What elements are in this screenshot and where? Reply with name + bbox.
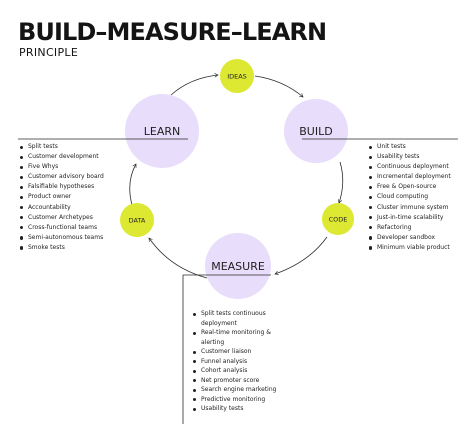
list-item: Search engine marketing bbox=[193, 385, 291, 395]
arrow-learn-to-ideas bbox=[170, 73, 219, 96]
measure-label: MEASURE bbox=[211, 260, 265, 273]
arrow-ideas-to-build bbox=[254, 75, 304, 98]
list-item: Customer development bbox=[20, 152, 104, 162]
list-item: Real-time monitoring & alerting bbox=[193, 328, 291, 347]
list-item: Customer Archetypes bbox=[20, 213, 104, 223]
list-item: Split tests continuous deployment bbox=[193, 309, 291, 328]
list-item: Cohort analysis bbox=[193, 366, 291, 376]
list-item: Product owner bbox=[20, 192, 104, 202]
learn-circle bbox=[125, 94, 199, 168]
list-item: Customer advisory board bbox=[20, 172, 104, 182]
build-circle bbox=[284, 99, 348, 163]
list-item: Usability tests bbox=[369, 152, 451, 162]
list-item: Usability tests bbox=[193, 404, 291, 414]
list-item: Five Whys bbox=[20, 162, 104, 172]
cycle-arrows bbox=[129, 73, 344, 279]
list-item: Incremental deployment bbox=[369, 172, 451, 182]
list-item: Continuous deployment bbox=[369, 162, 451, 172]
list-item: Just-in-time scalability bbox=[369, 213, 451, 223]
list-item: Semi-autonomous teams bbox=[20, 233, 104, 243]
list-item: Developer sandbox bbox=[369, 233, 451, 243]
list-item: Funnel analysis bbox=[193, 357, 291, 367]
learn-practices-list: Split tests Customer development Five Wh… bbox=[20, 142, 104, 253]
list-item: Cloud computing bbox=[369, 192, 451, 202]
list-item: Net promoter score bbox=[193, 376, 291, 386]
list-item: Split tests bbox=[20, 142, 104, 152]
list-item: Accountability bbox=[20, 203, 104, 213]
ideas-circle bbox=[220, 59, 254, 93]
ideas-label: IDEAS bbox=[227, 73, 247, 81]
list-item: Minimum viable product bbox=[369, 243, 451, 253]
code-label: CODE bbox=[329, 216, 348, 224]
learn-label: LEARN bbox=[144, 125, 180, 138]
data-label: DATA bbox=[129, 217, 146, 225]
list-item: Predictive monitoring bbox=[193, 395, 291, 405]
arrow-build-to-code bbox=[337, 161, 344, 204]
list-item: Falsifiable hypotheses bbox=[20, 182, 104, 192]
build-practices-list: Unit tests Usability tests Continuous de… bbox=[369, 142, 451, 253]
list-item: Refactoring bbox=[369, 223, 451, 233]
data-circle bbox=[120, 203, 154, 237]
build-label: BUILD bbox=[299, 125, 332, 138]
code-circle bbox=[322, 203, 354, 235]
diagram-title: BUILD–MEASURE–LEARN bbox=[18, 18, 327, 46]
list-item: Customer liaison bbox=[193, 347, 291, 357]
arrow-code-to-measure bbox=[274, 236, 328, 275]
list-item: Cluster immune system bbox=[369, 203, 451, 213]
arrow-data-to-learn bbox=[129, 163, 137, 206]
list-item: Cross-functional teams bbox=[20, 223, 104, 233]
diagram-subtitle: PRINCIPLE bbox=[19, 46, 79, 59]
measure-circle bbox=[205, 233, 271, 299]
list-item: Smoke tests bbox=[20, 243, 104, 253]
list-item: Unit tests bbox=[369, 142, 451, 152]
measure-practices-list: Split tests continuous deployment Real-t… bbox=[193, 309, 291, 414]
list-item: Free & Open-source bbox=[369, 182, 451, 192]
arrow-measure-to-data bbox=[148, 237, 208, 279]
